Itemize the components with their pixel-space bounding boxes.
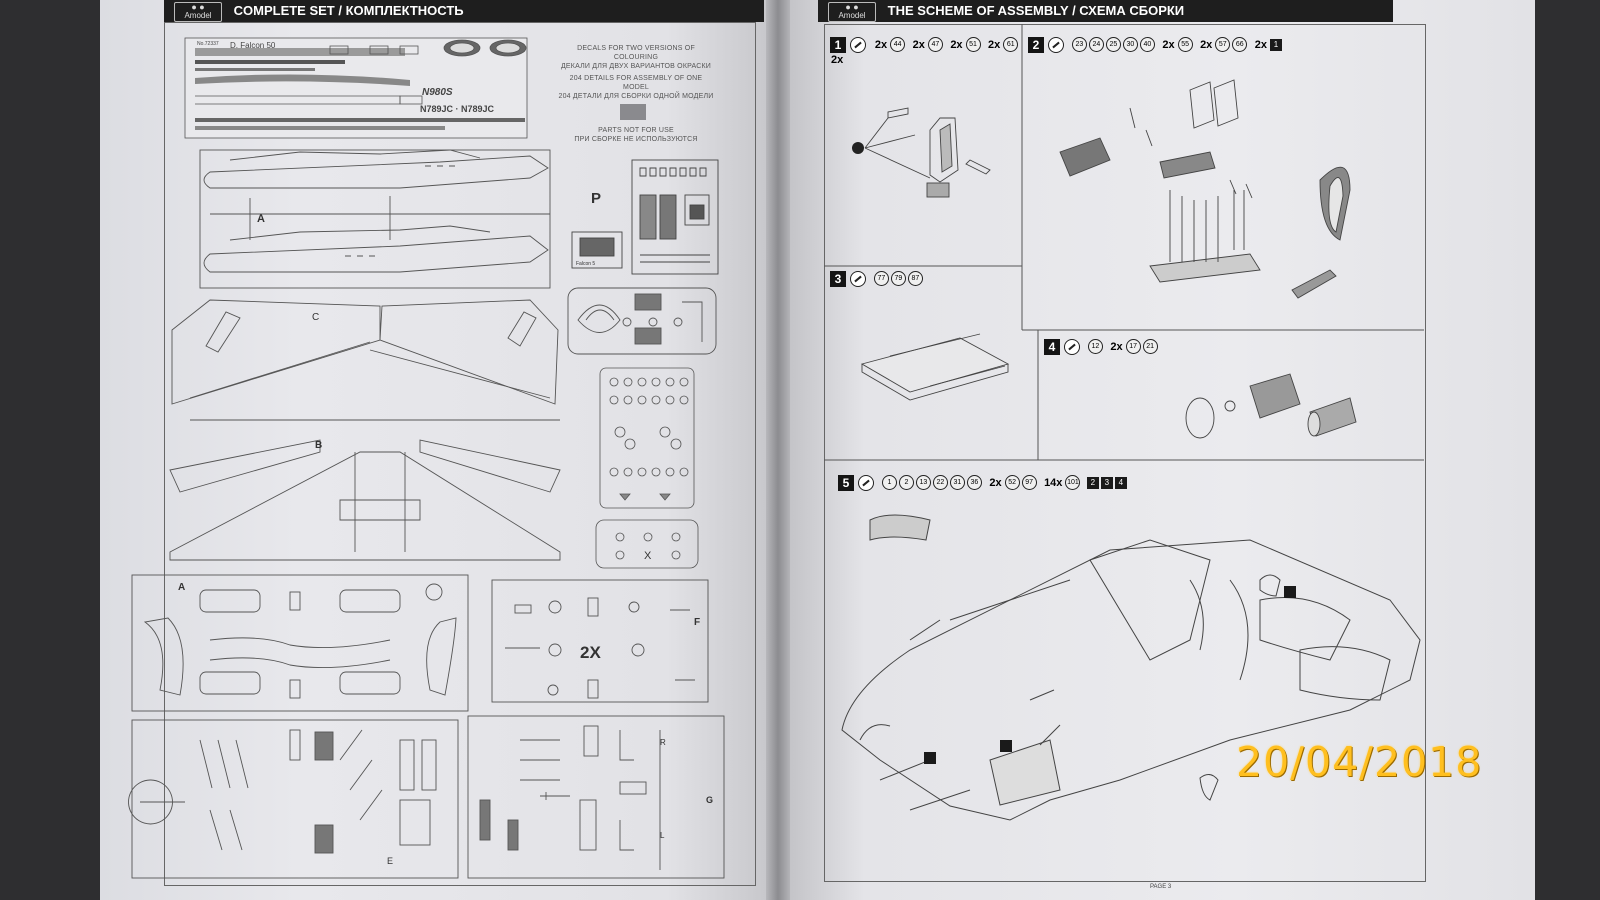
step4-engine-drawing (1185, 373, 1357, 439)
step5-callout-2 (1000, 740, 1012, 752)
page-number-label: PAGE 3 (1150, 884, 1172, 890)
step-panel-grid (824, 24, 1424, 461)
decal-registration-1: N980S (422, 87, 453, 98)
small-parts-sprue-x (595, 519, 699, 569)
not-used-swatch (620, 104, 646, 120)
multiplier-2x: 2X (580, 643, 601, 662)
step5-callout-4 (1284, 586, 1296, 598)
sprue-letter-c: C (312, 312, 319, 323)
right-page-title: THE SCHEME OF ASSEMBLY / СХЕМА СБОРКИ (887, 3, 1185, 18)
photo-timestamp: 20/04/2018 (1236, 738, 1483, 786)
book-gutter (766, 0, 790, 900)
sprue-b-lower-wings (169, 439, 561, 561)
right-page: ● ●Amodel THE SCHEME OF ASSEMBLY / СХЕМА… (790, 0, 1535, 900)
sprue-letter-a-second: A (178, 582, 185, 593)
sprue-letter-a: A (257, 213, 265, 225)
photo-etch-label: Falcon 5 (576, 261, 595, 267)
glue-icon (858, 474, 875, 491)
sprue-a-small-parts (131, 574, 469, 712)
left-page: ● ●Amodel COMPLETE SET / КОМПЛЕКТНОСТЬ (100, 0, 766, 900)
left-page-frame (164, 22, 756, 886)
assembly-scheme-drawing (824, 24, 1424, 821)
glue-icon (1064, 338, 1081, 355)
right-page-header: ● ●Amodel THE SCHEME OF ASSEMBLY / СХЕМА… (818, 0, 1393, 22)
decal-title: D. Falcon 50 (230, 41, 276, 50)
sprue-letter-e: E (387, 856, 393, 866)
step5-callout-3 (924, 752, 936, 764)
glue-icon (1048, 36, 1065, 53)
photo-etch-fret (571, 159, 719, 275)
decal-item-number: No.72337 (197, 41, 219, 47)
sprue-g-small-parts (467, 715, 725, 879)
right-page-frame (824, 24, 1426, 882)
decal-registration-2: N789JC · N789JC (420, 104, 495, 114)
sprue-letter-f: F (694, 617, 700, 628)
sprue-f-small-parts (491, 579, 709, 703)
sprue-letter-r: R (660, 738, 666, 747)
step2-cockpit-drawing (1059, 79, 1351, 299)
step1-glue-marker (852, 142, 864, 154)
step5-fuselage-drawing (841, 514, 1421, 821)
clear-parts-sprue (567, 287, 717, 355)
sprue-letter-l: L (660, 831, 665, 840)
left-page-header: ● ●Amodel COMPLETE SET / КОМПЛЕКТНОСТЬ (164, 0, 764, 22)
amodel-logo-right: ● ●Amodel (828, 2, 876, 22)
sprue-a-fuselage (199, 149, 551, 289)
kit-parts-drawing: D. Falcon 50 No.72337 N980S N789JC · N78… (128, 37, 725, 879)
glue-icon (850, 36, 867, 53)
decal-sheet (184, 37, 528, 139)
sprue-letter-x: X (644, 550, 652, 562)
sprue-letter-g: G (706, 795, 713, 805)
step1-seat-drawing (864, 107, 991, 198)
amodel-logo: ● ●Amodel (174, 2, 222, 22)
photo-etch-letter-p: P (591, 190, 601, 207)
left-page-title: COMPLETE SET / КОМПЛЕКТНОСТЬ (233, 3, 464, 18)
sprue-e-interior (128, 719, 459, 879)
wheel-sprue (599, 367, 695, 509)
sprue-letter-b: B (315, 440, 322, 451)
sprue-c-wings (171, 299, 560, 421)
step3-floor-drawing (860, 333, 1010, 401)
glue-icon (850, 270, 867, 287)
